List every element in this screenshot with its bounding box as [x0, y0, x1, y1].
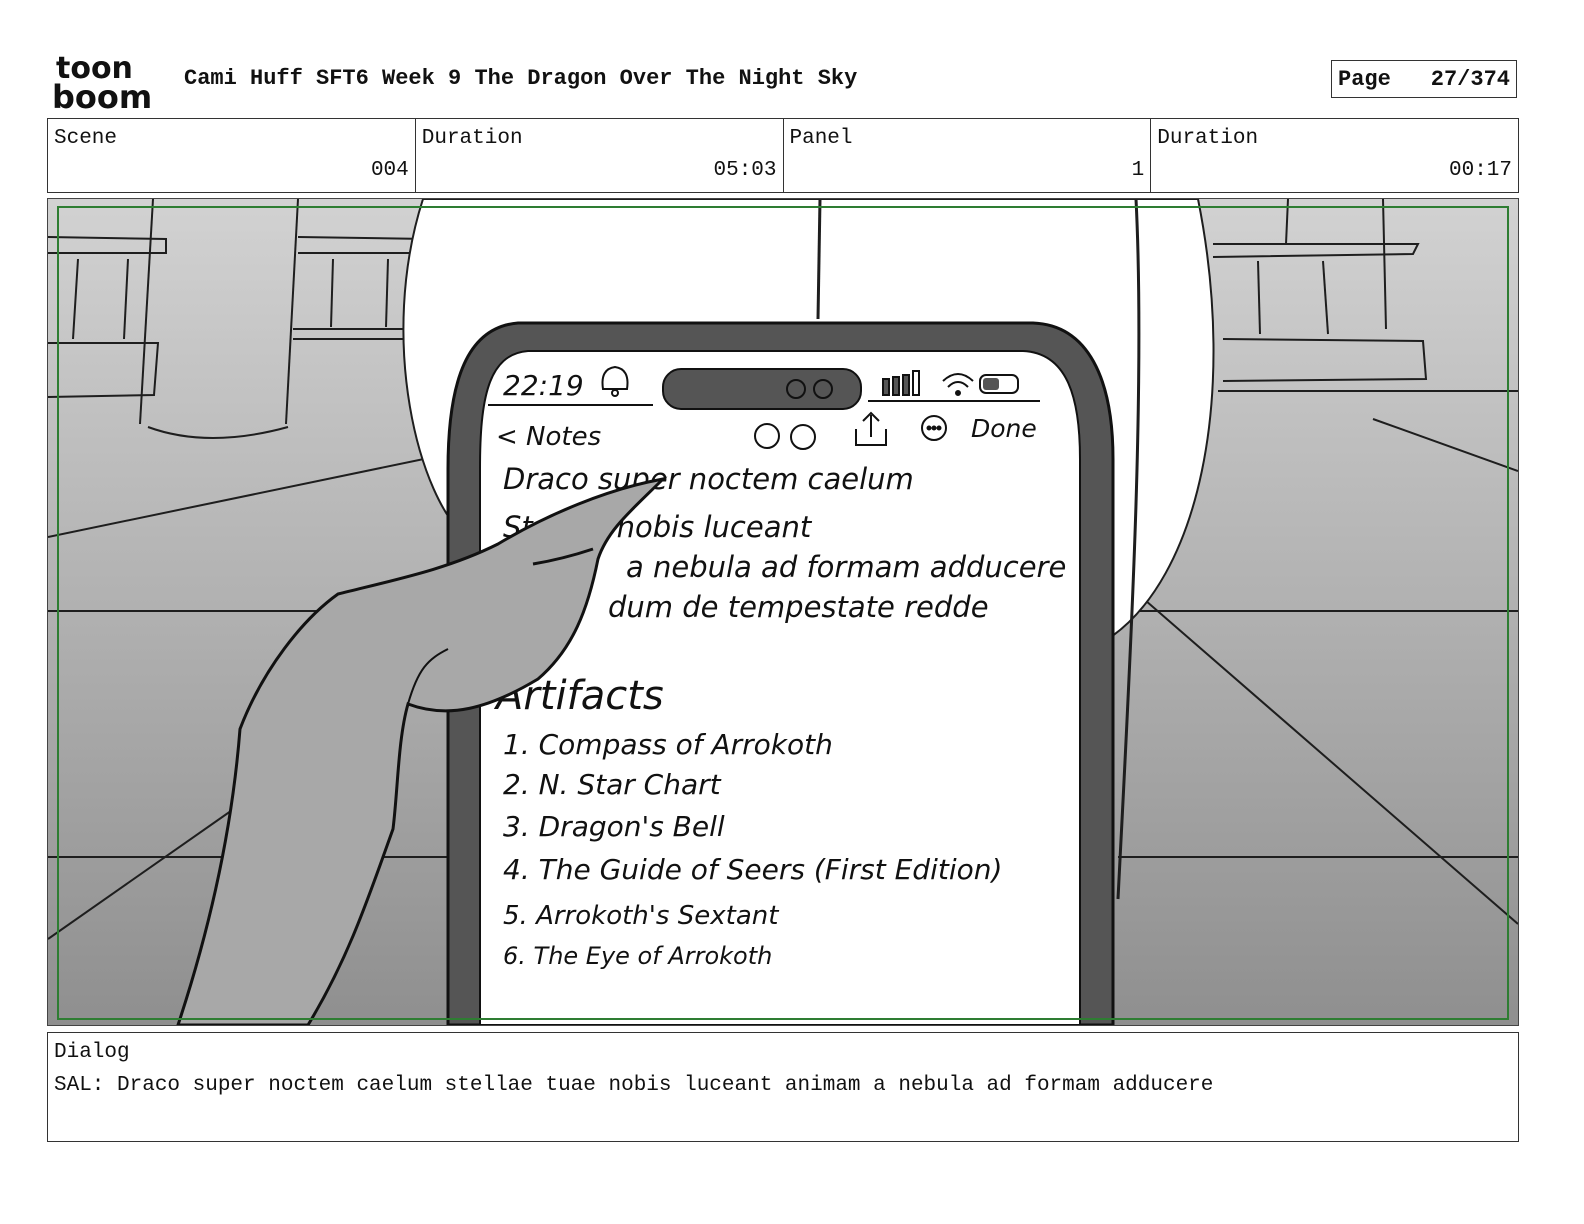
artifact-item-6: 6. The Eye of Arrokoth	[503, 942, 772, 970]
notes-back-button[interactable]: < Notes	[496, 422, 601, 452]
note-line-1: Draco super noctem caelum	[503, 462, 914, 496]
hand-knuckle-line	[532, 547, 594, 566]
phone-screen	[479, 350, 1081, 1025]
artifact-item-4: 4. The Guide of Seers (First Edition)	[503, 853, 1002, 886]
battery-icon	[979, 374, 1019, 394]
dialog-text: SAL: Draco super noctem caelum stellae t…	[54, 1074, 1214, 1097]
scene-duration-label: Duration	[421, 127, 523, 150]
string-line	[816, 199, 822, 320]
dynamic-island	[662, 368, 862, 410]
background-lines	[48, 199, 1518, 940]
page-label: Page	[1338, 66, 1391, 92]
panel-duration-cell: Duration 00:17	[1151, 119, 1518, 192]
scene-duration-cell: Duration 05:03	[416, 119, 784, 192]
logo-line-1: toon	[56, 51, 133, 86]
panel-duration-value: 00:17	[1448, 159, 1512, 182]
safe-area-frame	[57, 206, 1509, 1020]
panel-drawing: 22:19 < Notes	[48, 199, 1518, 1025]
cord-line	[1116, 199, 1141, 900]
artifact-item-2: 2. N. Star Chart	[503, 768, 722, 801]
island-dot-2	[813, 379, 833, 399]
toonboom-logo-mark: toon boom	[52, 51, 152, 112]
scene-label: Scene	[54, 127, 118, 150]
island-dot-1	[786, 379, 806, 399]
scene-value: 004	[370, 159, 409, 182]
panel-duration-label: Duration	[1157, 127, 1259, 150]
more-options-icon[interactable]	[921, 415, 947, 441]
scene-info-row: Scene 004 Duration 05:03 Panel 1 Duratio…	[47, 118, 1519, 193]
artifact-item-1: 1. Compass of Arrokoth	[503, 728, 833, 761]
artifact-item-5: 5. Arrokoth's Sextant	[503, 901, 779, 931]
toonboom-logo: toon boom	[52, 50, 164, 112]
document-title: Cami Huff SFT6 Week 9 The Dragon Over Th…	[184, 66, 858, 91]
share-icon[interactable]	[855, 411, 887, 446]
panel-cell: Panel 1	[784, 119, 1152, 192]
dialog-label: Dialog	[54, 1041, 130, 1064]
logo-line-2: boom	[52, 78, 152, 112]
collaborate-icon[interactable]	[754, 423, 816, 450]
dialog-box: Dialog SAL: Draco super noctem caelum st…	[47, 1032, 1519, 1142]
note-line-4: dum de tempestate redde	[608, 590, 989, 624]
done-button[interactable]: Done	[971, 414, 1037, 443]
creature-hand	[176, 476, 668, 1025]
panel-label: Panel	[789, 127, 853, 150]
scene-cell: Scene 004	[48, 119, 416, 192]
phone-time: 22:19	[503, 369, 584, 402]
panel-value: 1	[1131, 159, 1145, 182]
signal-icon	[882, 370, 920, 396]
artifact-item-3: 3. Dragon's Bell	[503, 810, 725, 843]
alarm-icon	[601, 365, 629, 397]
storyboard-panel: 22:19 < Notes	[47, 198, 1519, 1026]
note-line-3: a nebula ad formam adducere	[626, 550, 1066, 584]
page-value: 27/374	[1430, 66, 1510, 92]
page-number-box: Page 27/374	[1331, 60, 1517, 98]
hand-wrist-line	[407, 648, 449, 705]
wifi-icon	[942, 373, 974, 396]
scene-duration-value: 05:03	[713, 159, 777, 182]
